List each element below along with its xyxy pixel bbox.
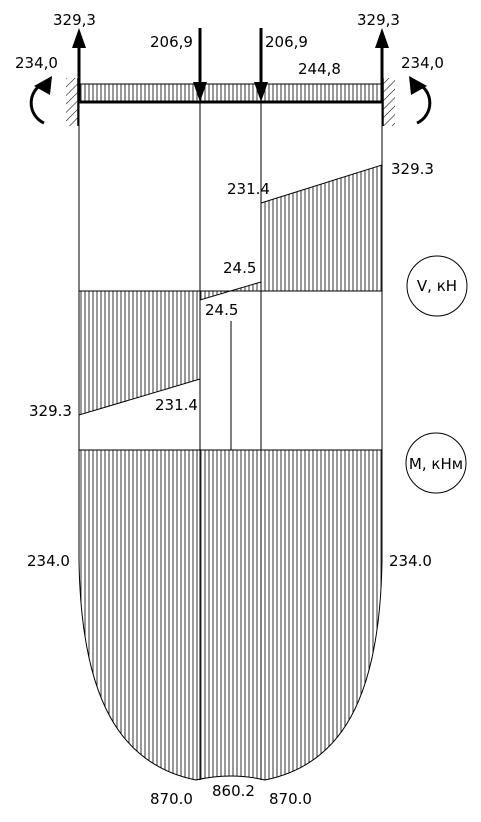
- moment-bottom-left-label: 870.0: [150, 790, 193, 808]
- shear-mid-lower-label: 24.5: [205, 301, 238, 319]
- point-load-left-label: 206,9: [150, 33, 193, 51]
- shear-mid-region: [199, 281, 262, 301]
- left-support-wall: [66, 78, 78, 126]
- point-load-left-arrow: [193, 28, 207, 102]
- moment-region: [78, 449, 383, 781]
- moment-unit-badge: M, кНм: [405, 432, 467, 494]
- point-load-right-label: 206,9: [265, 33, 308, 51]
- right-reaction-label: 329,3: [357, 11, 400, 29]
- left-moment-label: 234,0: [15, 54, 58, 72]
- left-reaction-label: 329,3: [53, 11, 96, 29]
- moment-unit-label: M, кНм: [409, 455, 463, 473]
- shear-left-step-label: 231.4: [155, 396, 198, 414]
- moment-bottom-right-label: 870.0: [269, 790, 312, 808]
- shear-unit-badge: V, кН: [406, 255, 468, 317]
- right-moment-arc: [409, 76, 432, 125]
- beam: [66, 78, 395, 126]
- shear-right-end-label: 329.3: [391, 160, 434, 178]
- right-moment-label: 234,0: [401, 54, 444, 72]
- shear-right-step-label: 231.4: [227, 180, 270, 198]
- right-support-wall: [383, 78, 395, 126]
- shear-unit-label: V, кН: [417, 277, 457, 295]
- shear-left-end-label: 329.3: [29, 402, 72, 420]
- moment-diagram: [78, 449, 383, 781]
- left-reaction-arrow: [72, 28, 86, 102]
- point-load-right-arrow: [254, 28, 268, 102]
- right-reaction-arrow: [375, 28, 389, 102]
- distributed-load-block: [78, 83, 383, 103]
- moment-left-end-label: 234.0: [27, 552, 70, 570]
- left-moment-arc: [29, 76, 52, 125]
- shear-right-region: [260, 164, 383, 292]
- shear-left-region: [78, 290, 201, 416]
- moment-right-end-label: 234.0: [389, 552, 432, 570]
- distributed-load-label: 244,8: [298, 60, 341, 78]
- shear-mid-upper-label: 24.5: [223, 259, 256, 277]
- moment-bottom-mid-label: 860.2: [212, 782, 255, 800]
